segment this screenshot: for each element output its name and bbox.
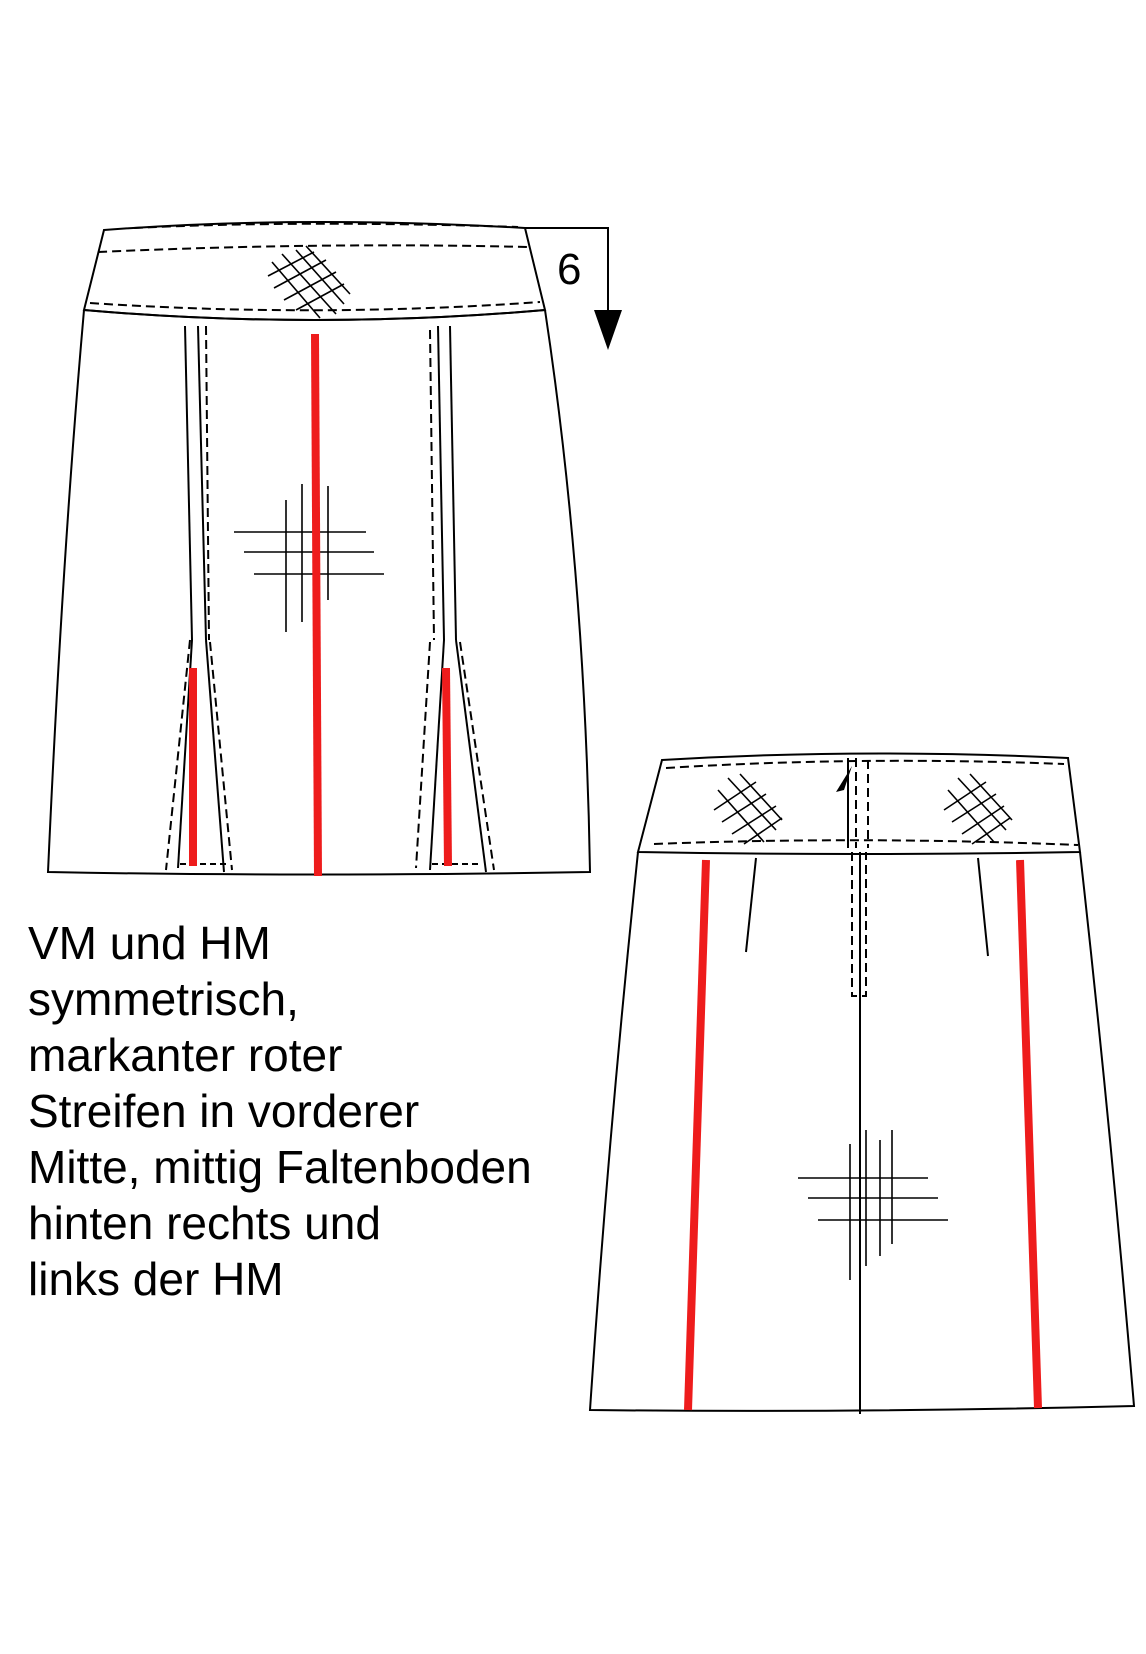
front-right-pleat-stripe bbox=[442, 667, 452, 867]
dimension-arrow-icon bbox=[594, 310, 622, 350]
back-right-dart bbox=[977, 857, 989, 957]
skirt-front-view bbox=[46, 220, 622, 877]
back-zipper bbox=[836, 766, 867, 1414]
description-line: Mitte, mittig Faltenboden bbox=[28, 1141, 532, 1193]
back-left-dart bbox=[745, 857, 757, 953]
description-line: VM und HM bbox=[28, 917, 271, 969]
back-fabric-grain-mark bbox=[798, 1130, 948, 1280]
zipper-pull-icon bbox=[836, 766, 852, 792]
front-skirt-outline bbox=[46, 309, 592, 876]
back-skirt-outline bbox=[588, 851, 1136, 1412]
front-waistband bbox=[82, 220, 547, 321]
back-left-stripe bbox=[684, 859, 710, 1411]
front-center-stripe bbox=[311, 333, 322, 877]
waistband-dimension-label: 6 bbox=[557, 245, 582, 294]
front-left-panel-seam bbox=[165, 325, 233, 873]
skirt-back-view bbox=[588, 752, 1136, 1414]
description-line: Streifen in vorderer bbox=[28, 1085, 420, 1137]
front-right-panel-seam bbox=[415, 325, 495, 873]
back-waistband-grain-mark-right bbox=[943, 773, 1013, 845]
front-red-stripes bbox=[189, 333, 452, 877]
back-right-stripe bbox=[1016, 859, 1042, 1409]
front-waistband-grain-mark bbox=[267, 245, 351, 319]
design-description: VM und HM symmetrisch, markanter roter S… bbox=[28, 915, 588, 1307]
back-waistband-grain-mark-left bbox=[713, 773, 783, 845]
back-red-stripes bbox=[684, 859, 1042, 1411]
waistband-height-dimension bbox=[525, 227, 622, 350]
back-waistband bbox=[636, 752, 1082, 855]
description-line: links der HM bbox=[28, 1253, 284, 1305]
description-line: markanter roter bbox=[28, 1029, 343, 1081]
description-line: hinten rechts und bbox=[28, 1197, 381, 1249]
back-darts bbox=[745, 857, 989, 957]
description-line: symmetrisch, bbox=[28, 973, 299, 1025]
front-fabric-grain-mark bbox=[234, 484, 384, 632]
